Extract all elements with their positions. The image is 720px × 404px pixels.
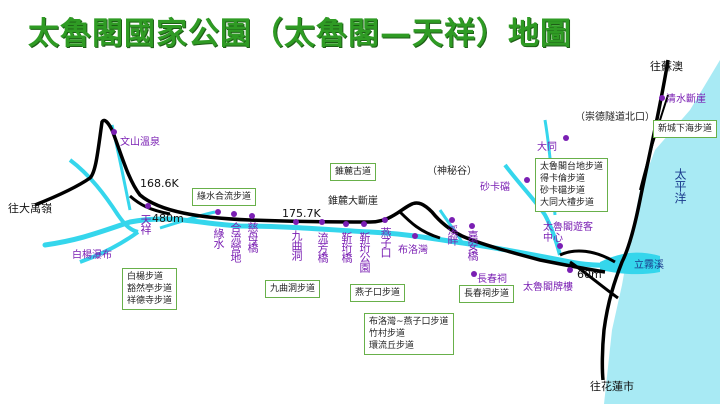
- trail-baiyang-2: 豁然亭步道: [127, 284, 173, 294]
- label-shenmigu: （神秘谷）: [427, 166, 477, 177]
- label-yanzikou: 燕子口: [379, 227, 392, 257]
- marker-arch: [567, 267, 573, 273]
- suhua-highway: [600, 59, 670, 381]
- river-mouth: [600, 252, 660, 275]
- trail-buluowan-1: 布洛灣~燕子口步道: [369, 317, 449, 327]
- trail-baiyang-3: 祥德寺步道: [127, 296, 173, 306]
- label-changchun: 長春祠: [477, 274, 507, 285]
- marker-liufang: [319, 219, 325, 225]
- road-to-arch: [569, 260, 619, 300]
- baiyang-lower: [79, 230, 140, 264]
- label-lushui: 綠水: [212, 228, 225, 248]
- label-datong: 大同: [537, 142, 557, 153]
- trail-taroko-4: 大同大禮步道: [540, 198, 595, 208]
- trail-taroko-3: 砂卡礑步道: [540, 186, 586, 196]
- marker-yanzikou: [382, 217, 388, 223]
- marker-jinheng-park: [361, 221, 367, 227]
- marker-datong: [563, 135, 569, 141]
- label-buluowan: 布洛灣: [398, 245, 428, 256]
- label-pacific: 太平洋: [673, 168, 687, 204]
- marker-jiuqudong: [293, 219, 299, 225]
- trail-box-jiuqudong: 九曲洞步道: [265, 280, 321, 298]
- trail-taroko-2: 得卡倫步道: [540, 174, 586, 184]
- label-cimu: 慈母橋: [246, 222, 259, 252]
- marker-jiaan: [469, 223, 475, 229]
- label-xikou: 溪畔: [446, 225, 459, 245]
- trail-buluowan-3: 環流丘步道: [369, 341, 415, 351]
- heliu-branch: [159, 210, 216, 230]
- road-visitor-center: [559, 249, 616, 264]
- marker-heliu: [231, 211, 237, 217]
- trail-box-taroko: 太魯閣台地步道 得卡倫步道 砂卡礑步道 大同大禮步道: [535, 158, 609, 212]
- label-qingshui: 清水斷崖: [666, 94, 706, 105]
- label-liufang: 流芳橋: [316, 232, 329, 262]
- distance-175k: 175.7K: [282, 207, 321, 220]
- marker-wenshan: [111, 129, 117, 135]
- label-baiyang: 白楊瀑布: [72, 250, 112, 261]
- marker-visitor-center: [557, 243, 563, 249]
- marker-qingshui: [659, 95, 665, 101]
- trail-box-zhuilu: 錐麓古道: [330, 163, 377, 181]
- central-cross-island-highway: [34, 118, 606, 274]
- label-tianxiang: 天祥: [139, 214, 152, 234]
- poi-markers: [111, 95, 665, 277]
- trail-box-changchun: 長春祠步道: [459, 285, 515, 303]
- label-jinheng-park: 靳珩公園: [358, 232, 371, 272]
- road-to-hualien: 往花蓮市: [590, 380, 634, 393]
- trail-box-yanzikou: 燕子口步道: [350, 284, 406, 302]
- label-shakadang: 砂卡礑: [480, 182, 510, 193]
- label-heliu: 合流營地: [229, 222, 242, 262]
- marker-tianxiang: [145, 203, 151, 209]
- marker-buluowan: [412, 233, 418, 239]
- label-arch: 太魯閣牌樓: [523, 282, 573, 293]
- distance-60m: 60m: [577, 268, 602, 281]
- shakadang-stream: [503, 163, 562, 256]
- label-liwu-mouth: 立霧溪: [634, 260, 664, 271]
- marker-changchun: [471, 271, 477, 277]
- pacific-ocean: [604, 60, 720, 404]
- marker-lushui: [215, 209, 221, 215]
- trail-taroko-1: 太魯閣台地步道: [540, 162, 604, 172]
- marker-cimu: [249, 213, 255, 219]
- label-jiuqudong: 九曲洞: [290, 230, 303, 260]
- baiyang-stream: [68, 158, 139, 234]
- distance-480m: 480m: [152, 212, 184, 225]
- trail-box-buluowan: 布洛灣~燕子口步道 竹村步道 環流丘步道: [364, 313, 454, 355]
- trail-box-baiyang: 白楊步道 豁然亭步道 祥德寺步道: [122, 268, 178, 310]
- trail-box-lushui: 綠水合流步道: [192, 188, 257, 206]
- label-zhuilu-cliff: 錐麓大斷崖: [328, 196, 378, 207]
- marker-xikou: [449, 217, 455, 223]
- label-visitor-center: 太魯閣遊客中心: [543, 222, 593, 244]
- road-to-suao: 往蘇澳: [650, 60, 683, 73]
- map-title: 太魯閣國家公園（太魯閣—天祥）地圖: [28, 16, 572, 52]
- trail-buluowan-2: 竹村步道: [369, 329, 406, 339]
- distance-168k: 168.6K: [140, 177, 179, 190]
- label-jinheng: 靳珩橋: [340, 232, 353, 262]
- tunnel-north-label: （崇德隧道北口）: [575, 112, 655, 123]
- trail-box-xinchengli: 新城下海步道: [653, 120, 718, 138]
- marker-jinheng: [343, 221, 349, 227]
- road-loop-buluowan: [398, 210, 441, 240]
- marker-shakadang: [524, 177, 530, 183]
- label-jiaan: 嘉安橋: [466, 230, 479, 260]
- label-wenshan: 文山溫泉: [120, 137, 160, 148]
- road-to-dayuling: 往大禹嶺: [8, 202, 52, 215]
- trail-baiyang-1: 白楊步道: [127, 272, 164, 282]
- liwu-river: [42, 216, 643, 268]
